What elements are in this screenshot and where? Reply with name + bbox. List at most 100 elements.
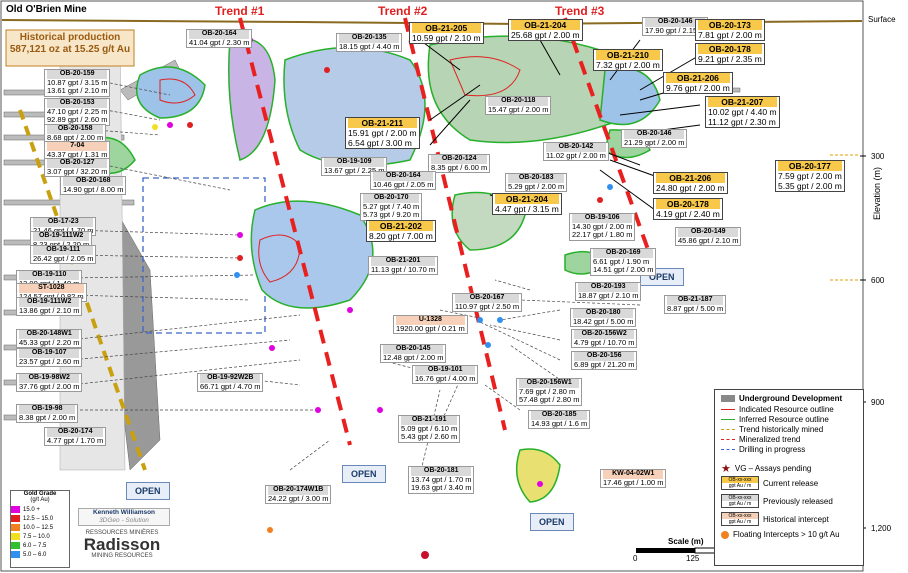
map-frame <box>0 0 864 572</box>
drillhole-id: OB-20-185 <box>531 411 588 420</box>
assay-value: 10.59 gpt / 2.10 m <box>412 33 481 43</box>
drillhole-id: OB-19-107 <box>19 349 80 358</box>
assay-value: 66.71 gpt / 4.70 m <box>200 381 261 391</box>
drillhole-id: OB-20-142 <box>546 143 606 152</box>
drillhole-id: OB-20-158 <box>47 125 104 134</box>
assay-value: 92.89 gpt / 2.60 m <box>47 115 108 124</box>
assay-value: 110.97 gpt / 2.50 m <box>455 301 520 311</box>
assay-value: 4.47 gpt / 3.15 m <box>495 204 559 214</box>
star-icon: ★ <box>721 463 731 475</box>
drillhole-id: OB-20-183 <box>508 174 565 183</box>
open-label: OPEN <box>530 513 574 531</box>
drillhole-id: OB-19-98W2 <box>19 374 80 383</box>
mineralized-trend-lines <box>238 17 652 446</box>
drillhole-id: OB-20-148W1 <box>19 330 80 339</box>
grade-swatch: 6.0 – 7.5 <box>11 541 69 550</box>
drillhole-id: OB-21-191 <box>401 416 458 425</box>
production-box-text: Historical production 587,121 oz at 15.2… <box>6 32 134 56</box>
assay-value: 26.42 gpt / 2.05 m <box>33 253 94 263</box>
assay-value: 15.91 gpt / 2.00 m <box>348 128 417 138</box>
assay-value: 37.76 gpt / 2.00 m <box>19 381 80 391</box>
production-title: Historical production <box>19 32 121 43</box>
drillhole-id: OB-20-164 <box>189 30 250 39</box>
drillhole-id: OB-19-111W2 <box>19 298 80 307</box>
drillhole-id: OB-17-23 <box>33 218 94 227</box>
drillhole-id: OB-20-169 <box>593 249 654 258</box>
assay-value: 6.89 gpt / 21.20 m <box>574 359 635 369</box>
drillhole-id: OB-20-156 <box>574 352 635 361</box>
drillhole-id: OB-20-153 <box>47 99 108 108</box>
assay-value: 24.22 gpt / 3.00 m <box>268 493 329 503</box>
assay-value: 14.90 gpt / 8.00 m <box>63 184 124 194</box>
drillhole-id: OB-21-201 <box>371 257 436 266</box>
assay-value: 13.61 gpt / 2.10 m <box>47 86 108 95</box>
assay-value: 17.46 gpt / 1.00 m <box>603 477 664 487</box>
open-label: OPEN <box>126 482 170 500</box>
drillhole-id: 7-04 <box>47 142 108 151</box>
assay-value: 45.86 gpt / 2.10 m <box>678 235 739 245</box>
assay-value: 5.29 gpt / 2.00 m <box>508 181 565 191</box>
assay-value: 4.77 gpt / 1.70 m <box>47 435 104 445</box>
scale-tick: 0 <box>633 554 638 563</box>
assay-value: 5.43 gpt / 2.60 m <box>401 432 458 441</box>
elevation-300: 300 <box>871 152 885 161</box>
drillhole-id: OB-21-206 <box>666 73 730 83</box>
drillhole-id: ST-1028 <box>19 284 84 293</box>
assay-value: 24.80 gpt / 2.00 m <box>656 183 725 193</box>
production-box <box>5 29 135 67</box>
drillhole-id: OB-20-181 <box>411 467 472 476</box>
assay-value: 5.27 gpt / 7.40 m <box>363 201 420 211</box>
drillhole-id: OB-20-118 <box>488 97 549 106</box>
elevation-600: 600 <box>871 276 885 285</box>
assay-value: 124.57 gpt / 0.82 m <box>19 291 84 301</box>
drillhole-id: OB-21-211 <box>348 118 417 128</box>
assay-value: 1920.00 gpt / 0.21 m <box>396 323 465 333</box>
drillhole-id: OB-20-127 <box>47 159 108 168</box>
assay-value: 7.81 gpt / 2.00 m <box>698 30 762 40</box>
radisson-logo: RESSOURCES MINIÈRES Radisson MINING RESO… <box>83 530 161 559</box>
assay-value: 8.23 gpt / 2.20 m <box>33 239 90 249</box>
grade-swatch: 12.5 – 15.0 <box>11 514 69 523</box>
assay-value: 43.37 gpt / 1.31 m <box>47 149 108 159</box>
assay-value: 11.02 gpt / 2.00 m <box>546 150 606 160</box>
assay-value: 21.29 gpt / 2.00 m <box>624 137 685 147</box>
drillhole-id: OB-20-193 <box>578 283 639 292</box>
drillhole-id: OB-19-111W2 <box>33 232 90 241</box>
assay-value: 10.87 gpt / 3.15 m <box>47 77 108 87</box>
assay-value: 7.32 gpt / 2.00 m <box>596 60 660 70</box>
drillhole-id: OB-20-178 <box>698 44 762 54</box>
